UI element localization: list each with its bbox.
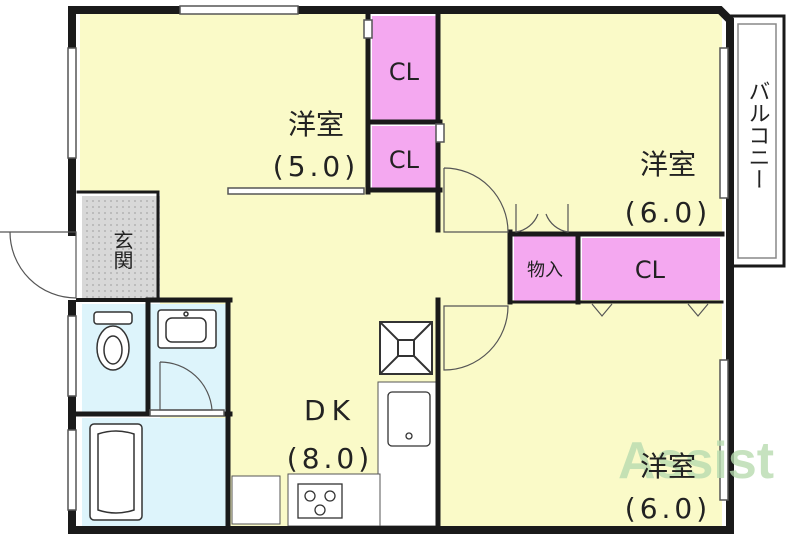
stove-icon xyxy=(297,483,343,519)
western-room-ne-size: (6.0) xyxy=(625,196,711,229)
closet-2-fill xyxy=(372,126,436,190)
windows xyxy=(67,5,729,511)
closet-3-label: CL xyxy=(635,256,666,284)
bathtub-icon xyxy=(89,423,143,521)
western-room-nw-size: (5.0) xyxy=(273,150,359,183)
fridge-space xyxy=(231,475,281,525)
sink-icon xyxy=(387,391,431,447)
dk-size: (8.0) xyxy=(287,442,373,475)
western-room-se-name: 洋室 xyxy=(640,450,696,483)
watermark-logo: Assist xyxy=(618,432,774,490)
western-room-ne-name: 洋室 xyxy=(640,148,696,181)
entrance-floor xyxy=(82,196,160,300)
entrance-label: 玄関 xyxy=(110,230,134,270)
western-room-nw-floor xyxy=(80,14,370,192)
closet-3-fill xyxy=(582,238,720,300)
closet-1-label: CL xyxy=(389,58,420,86)
storage-fill xyxy=(514,236,576,302)
toilet-icon xyxy=(93,311,133,371)
dk-name: DK xyxy=(304,394,356,427)
washbasin-icon xyxy=(157,309,217,349)
swing-doors xyxy=(0,167,709,411)
closet-2-label: CL xyxy=(389,146,420,174)
western-room-se-floor xyxy=(440,300,722,528)
range-hood-icon xyxy=(379,321,433,375)
hall-floor xyxy=(440,236,510,306)
western-room-ne-floor xyxy=(440,14,722,236)
balcony-label: バルコニー xyxy=(745,80,770,190)
western-room-nw-name: 洋室 xyxy=(288,108,344,141)
closet-1-fill xyxy=(372,16,436,120)
western-room-se-size: (6.0) xyxy=(625,492,711,525)
storage-label: 物入 xyxy=(527,260,563,281)
